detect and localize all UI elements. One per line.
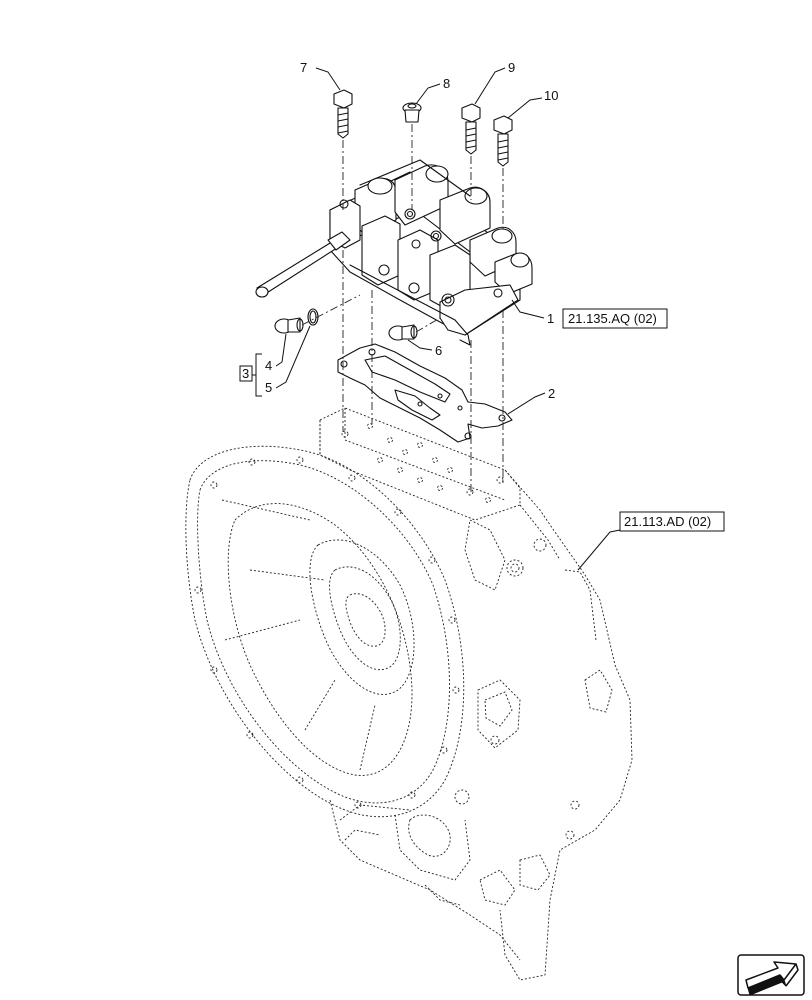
transmission-housing (185, 407, 633, 981)
pad-holes (341, 423, 504, 503)
valve-block (255, 159, 533, 346)
callout-6: 6 (435, 343, 442, 358)
valve-reference-link[interactable]: 21.135.AQ (02) (568, 311, 657, 326)
callout-9: 9 (508, 60, 515, 75)
plug-8 (402, 102, 422, 123)
callouts: 7 8 9 10 1 21.135.AQ (02) 2 6 4 5 3 (239, 60, 725, 571)
plug-4 (274, 317, 304, 334)
gasket (337, 343, 513, 443)
valve-reference-box[interactable] (562, 308, 668, 329)
callout-5: 5 (265, 380, 272, 395)
assembly-lines (301, 124, 504, 495)
callout-2: 2 (548, 386, 555, 401)
bolt-7 (333, 89, 353, 139)
arrow-icon[interactable] (737, 954, 805, 996)
plug-6 (388, 324, 418, 341)
callout-10: 10 (544, 88, 558, 103)
housing-reference-box[interactable] (619, 511, 725, 532)
housing-reference-link[interactable]: 21.113.AD (02) (624, 514, 711, 529)
kit-3-box (239, 365, 253, 382)
callout-3: 3 (242, 366, 249, 381)
callout-8: 8 (443, 76, 450, 91)
bolt-9 (461, 103, 481, 155)
bolt-10 (493, 115, 513, 167)
callout-7: 7 (300, 60, 307, 75)
callout-4: 4 (265, 358, 272, 373)
callout-1: 1 (547, 311, 554, 326)
